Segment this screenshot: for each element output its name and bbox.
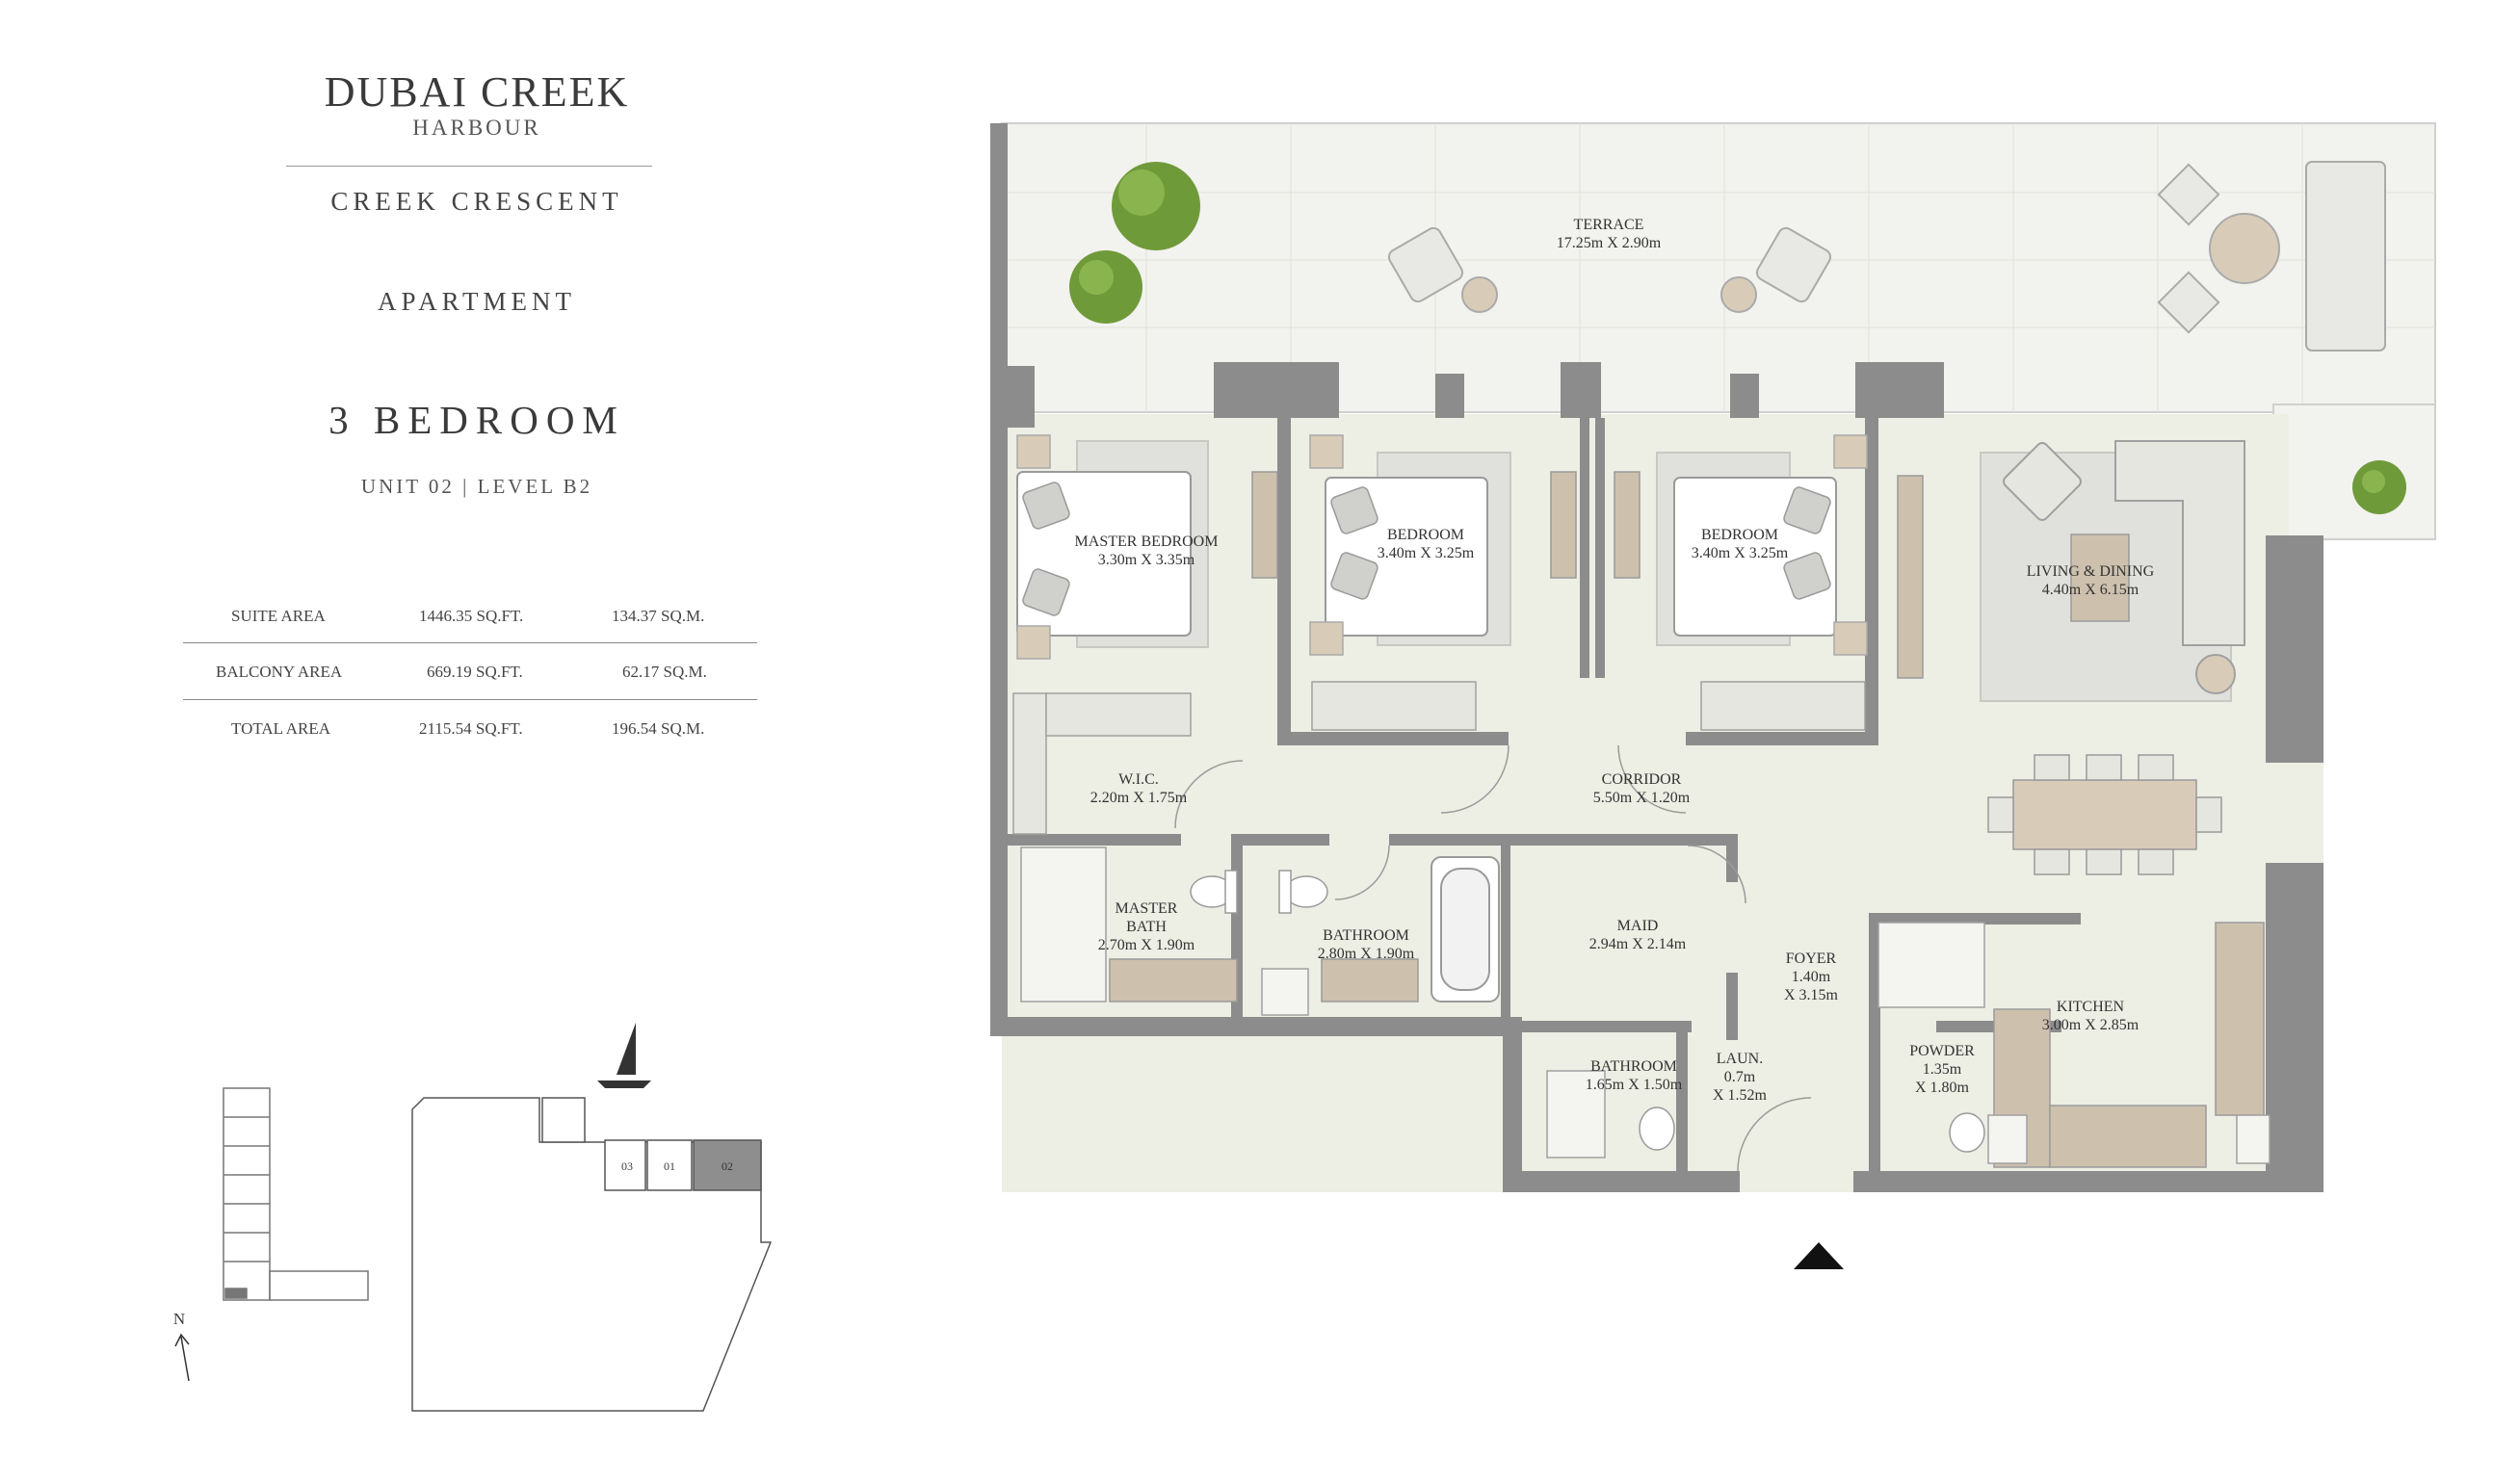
- bathtub-icon: [1431, 856, 1500, 1002]
- north-arrow-icon: [174, 1333, 190, 1382]
- area-sqm: 62.17 SQ.M.: [622, 663, 707, 681]
- bedroom-count: 3 BEDROOM: [328, 398, 625, 442]
- terrace-furniture: [1387, 161, 2386, 351]
- key-plan-unit-label: 01: [664, 1159, 675, 1173]
- entrance-arrow-icon: [1794, 1242, 1844, 1269]
- wardrobe-units: [1251, 471, 1924, 679]
- sofa-icon: [2003, 440, 2245, 694]
- property-type: APARTMENT: [378, 287, 576, 316]
- exterior-walls: [990, 123, 2323, 1192]
- key-plan-unit-label: 03: [621, 1159, 633, 1173]
- room-label-bedroom-1: BEDROOM 3.40m X 3.25m: [1377, 527, 1475, 561]
- area-row-balcony: BALCONY AREA 669.19 SQ.FT. 62.17 SQ.M.: [183, 645, 761, 701]
- pillows: [1022, 482, 1831, 616]
- unit-level: UNIT 02 | LEVEL B2: [360, 475, 593, 498]
- key-plan-unit-label-highlighted: 02: [722, 1159, 733, 1173]
- room-label-maid: MAID 2.94m X 2.14m: [1588, 918, 1687, 952]
- vanity-units: [1109, 922, 2265, 1168]
- area-divider: [183, 699, 757, 700]
- area-sqft: 1446.35 SQ.FT.: [419, 607, 524, 625]
- sailboat-icon: [597, 1023, 651, 1088]
- brand-title: DUBAI CREEK: [324, 68, 630, 116]
- building-elevation: [223, 1087, 369, 1301]
- coffee-table: [2070, 534, 2130, 622]
- area-sqft: 2115.54 SQ.FT.: [419, 719, 523, 738]
- room-label-wic: W.I.C. 2.20m X 1.75m: [1089, 771, 1188, 806]
- area-label: BALCONY AREA: [216, 663, 343, 681]
- closets: [1012, 681, 1866, 835]
- nightstand-icon: [1016, 434, 1868, 660]
- shower-areas: [1020, 846, 2271, 1164]
- room-label-powder: POWDER 1.35m X 1.80m: [1909, 1043, 1975, 1096]
- room-label-corridor: CORRIDOR 5.50m X 1.20m: [1592, 771, 1691, 806]
- project-name: CREEK CRESCENT: [330, 187, 623, 216]
- header-divider: [286, 166, 652, 167]
- room-label-master-bath: MASTER BATH 2.70m X 1.90m: [1097, 900, 1195, 953]
- room-label-master-bedroom: MASTER BEDROOM 3.30m X 3.35m: [1074, 534, 1219, 568]
- key-plan-site: [411, 1097, 773, 1412]
- area-row-suite: SUITE AREA 1446.35 SQ.FT. 134.37 SQ.M.: [183, 589, 761, 645]
- tree-icon: [1069, 162, 2406, 514]
- area-sqft: 669.19 SQ.FT.: [427, 663, 523, 681]
- toilet-icon: [1190, 870, 1985, 1153]
- room-label-kitchen: KITCHEN 3.00m X 2.85m: [2041, 999, 2139, 1033]
- area-row-total: TOTAL AREA 2115.54 SQ.FT. 196.54 SQ.M.: [183, 702, 761, 758]
- area-sqm: 196.54 SQ.M.: [612, 719, 705, 738]
- area-sqm: 134.37 SQ.M.: [612, 607, 705, 625]
- area-label: SUITE AREA: [231, 607, 326, 625]
- area-divider: [183, 642, 757, 643]
- north-label: N: [172, 1310, 186, 1328]
- room-label-laundry: LAUN. 0.7m X 1.52m: [1713, 1051, 1767, 1104]
- brand-subtitle: HARBOUR: [412, 116, 541, 140]
- dining-table-icon: [1987, 754, 2222, 875]
- room-label-living-dining: LIVING & DINING 4.40m X 6.15m: [2026, 563, 2155, 598]
- area-label: TOTAL AREA: [231, 719, 330, 738]
- room-label-terrace: TERRACE 17.25m X 2.90m: [1556, 217, 1662, 251]
- room-label-bathroom-2: BATHROOM 1.65m X 1.50m: [1585, 1058, 1683, 1093]
- room-label-bathroom-1: BATHROOM 2.80m X 1.90m: [1317, 927, 1415, 962]
- room-label-bedroom-2: BEDROOM 3.40m X 3.25m: [1691, 527, 1789, 561]
- door-swings: [1174, 744, 1812, 1172]
- room-label-foyer: FOYER 1.40m X 3.15m: [1784, 950, 1838, 1003]
